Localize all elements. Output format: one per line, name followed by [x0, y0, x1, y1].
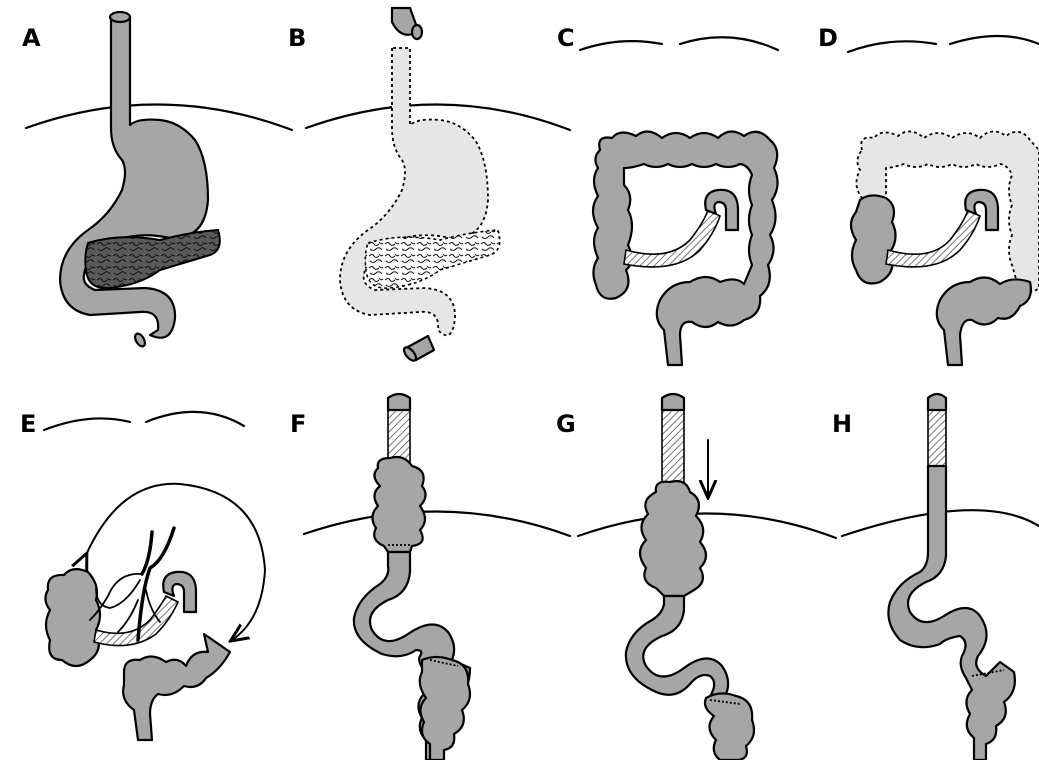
colon-interposition-g — [640, 481, 706, 596]
rib-left-d — [848, 41, 936, 52]
panel-e: E — [20, 410, 265, 740]
panel-label-f: F — [290, 410, 306, 438]
removed-pancreas-b — [365, 230, 499, 288]
panel-f: F — [290, 394, 570, 760]
panel-d: D — [818, 24, 1039, 365]
panel-label-b: B — [288, 24, 306, 52]
esophagus-cap-h — [928, 394, 946, 410]
distal-bowel-g — [705, 693, 754, 760]
rib-left-e — [44, 418, 130, 430]
panel-g: G — [556, 394, 836, 760]
retained-colon-d — [851, 195, 896, 283]
panel-label-a: A — [22, 24, 41, 52]
colon-interposition-f — [372, 457, 425, 552]
rotation-arrow-e — [86, 484, 265, 640]
removed-stomach-b — [340, 48, 488, 335]
mesentery-loop-d — [886, 210, 980, 267]
panel-h: H — [832, 394, 1039, 760]
stomach-a — [60, 17, 208, 338]
esophagus-cap-f — [388, 394, 410, 410]
panel-label-c: C — [557, 24, 575, 52]
pancreas-a — [85, 230, 219, 288]
panel-c: C — [557, 24, 778, 365]
esophagus-stump-a — [110, 12, 130, 22]
panel-label-d: D — [818, 24, 838, 52]
panel-label-g: G — [556, 410, 576, 438]
panel-label-e: E — [20, 410, 36, 438]
diaphragm-g — [578, 513, 836, 538]
sigmoid-d — [937, 277, 1031, 365]
panel-a: A — [22, 12, 292, 348]
rib-right-e — [146, 412, 244, 426]
esophagus-stump-b — [412, 25, 422, 39]
sigmoid-e — [123, 634, 230, 740]
rib-left-c — [580, 41, 662, 50]
rib-right-d — [950, 36, 1039, 44]
duodenum-stump-a — [133, 332, 147, 348]
rib-right-c — [680, 37, 778, 50]
panel-label-h: H — [832, 410, 852, 438]
jejunum-g — [626, 596, 728, 706]
diaphragm-f — [304, 511, 570, 536]
mesentery-loop-c — [624, 210, 720, 267]
esophagus-cap-g — [662, 394, 684, 410]
panel-b: B — [288, 8, 570, 363]
